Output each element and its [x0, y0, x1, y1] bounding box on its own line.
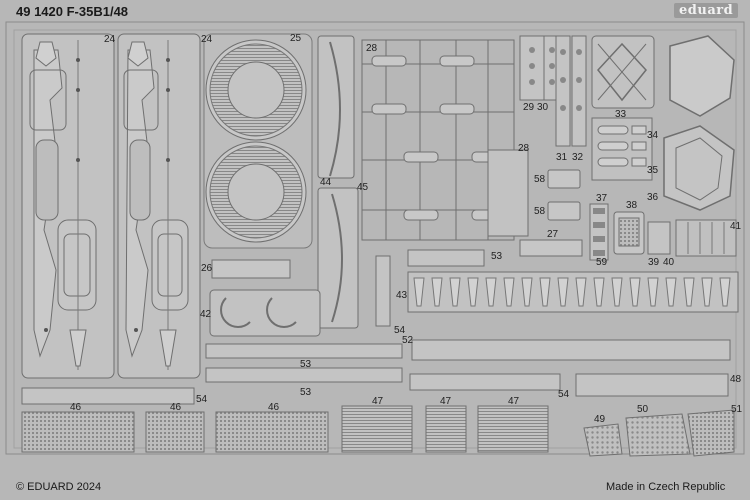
- part-47-a: [341, 405, 413, 453]
- part-53-upper: [407, 249, 485, 267]
- part-label: 59: [596, 257, 608, 268]
- part-47-b: [425, 405, 467, 453]
- part-label: 46: [70, 402, 82, 413]
- part-hex-upper: [669, 35, 735, 117]
- part-44: [317, 35, 355, 179]
- part-43: [407, 271, 739, 313]
- parts-49-50-51: [583, 409, 735, 457]
- part-54-strip-left: [21, 387, 195, 405]
- part-label: 53: [300, 387, 312, 398]
- product-title: 49 1420 F-35B1/48: [16, 4, 129, 19]
- part-label: 38: [626, 200, 638, 211]
- part-label: 47: [508, 396, 520, 407]
- part-label: 51: [731, 404, 743, 415]
- part-52: [411, 339, 731, 361]
- part-label: 30: [537, 102, 549, 113]
- part-label: 52: [402, 335, 414, 346]
- part-label: 50: [637, 404, 649, 415]
- origin-text: Made in Czech Republic: [606, 481, 726, 493]
- part-label: 27: [547, 229, 559, 240]
- part-46-b: [145, 411, 205, 453]
- part-label: 29: [523, 102, 535, 113]
- part-46-a: [21, 411, 135, 453]
- part-58-a: [547, 169, 581, 189]
- part-label: 46: [268, 402, 280, 413]
- part-label: 36: [647, 192, 659, 203]
- part-label: 43: [396, 290, 408, 301]
- part-label: 54: [558, 389, 570, 400]
- part-label: 42: [200, 309, 212, 320]
- part-24-left: [21, 33, 115, 379]
- part-47-c: [477, 405, 549, 453]
- part-label: 28: [518, 143, 530, 154]
- part-46-c: [215, 411, 329, 453]
- part-28-lattice: [361, 39, 529, 241]
- part-label: 45: [357, 182, 369, 193]
- copyright-text: © EDUARD 2024: [16, 481, 102, 493]
- part-label: 26: [201, 263, 213, 274]
- part-27: [519, 239, 583, 257]
- part-label: 47: [440, 396, 452, 407]
- part-54-column: [375, 255, 391, 327]
- part-label: 24: [104, 34, 116, 45]
- part-54-strip-mid: [409, 373, 561, 391]
- part-label: 39: [648, 257, 660, 268]
- part-45: [317, 187, 359, 329]
- part-53-strip-a: [205, 343, 403, 359]
- part-label: 35: [647, 165, 659, 176]
- part-label: 28: [366, 43, 378, 54]
- part-label: 33: [615, 109, 627, 120]
- part-42: [209, 289, 321, 337]
- parts-31-32: [555, 35, 587, 147]
- part-38: [613, 211, 645, 255]
- parts-34-35: [591, 117, 653, 181]
- part-25-grilles: [203, 33, 313, 249]
- part-58-b: [547, 201, 581, 221]
- fret-frame: [5, 21, 745, 455]
- part-label: 24: [201, 34, 213, 45]
- part-label: 54: [196, 394, 208, 405]
- part-label: 47: [372, 396, 384, 407]
- part-label: 37: [596, 193, 608, 204]
- part-53-strip-b: [205, 367, 403, 383]
- part-33: [591, 35, 655, 109]
- part-label: 25: [290, 33, 302, 44]
- parts-29-30: [519, 35, 561, 101]
- part-36: [663, 125, 735, 211]
- part-48: [575, 373, 729, 397]
- part-label: 54: [394, 325, 406, 336]
- part-label: 41: [730, 221, 742, 232]
- brand-logo: eduard: [674, 3, 739, 18]
- part-label: 53: [491, 251, 503, 262]
- part-label: 40: [663, 257, 675, 268]
- part-26: [211, 259, 291, 279]
- part-37: [589, 203, 609, 261]
- part-label: 53: [300, 359, 312, 370]
- part-label: 49: [594, 414, 606, 425]
- part-label: 58: [534, 206, 546, 217]
- part-label: 46: [170, 402, 182, 413]
- part-label: 58: [534, 174, 546, 185]
- part-label: 34: [647, 130, 659, 141]
- parts-39-40-41: [647, 219, 737, 257]
- part-label: 44: [320, 177, 332, 188]
- part-24-right: [117, 33, 201, 379]
- part-label: 32: [572, 152, 584, 163]
- part-label: 48: [730, 374, 742, 385]
- part-label: 31: [556, 152, 568, 163]
